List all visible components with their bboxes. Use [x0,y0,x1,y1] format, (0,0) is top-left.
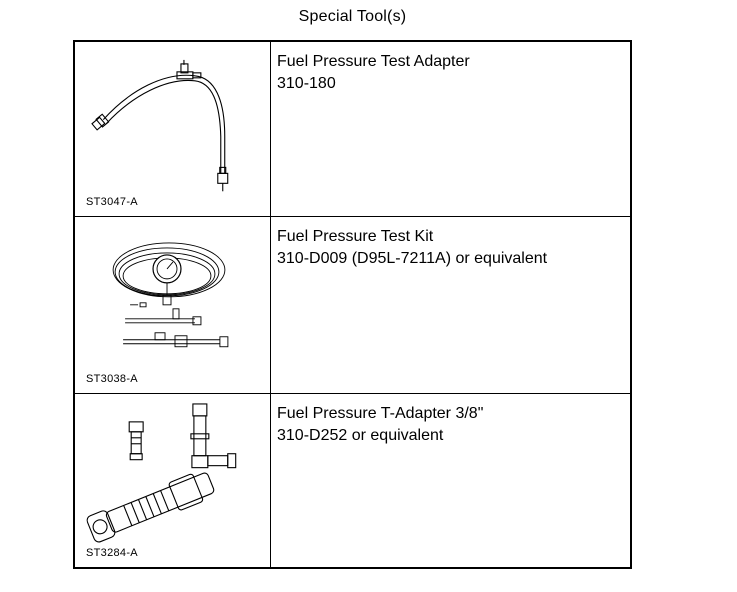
tool-part-number: 310-D009 (D95L-7211A) or equivalent [277,250,548,268]
tool-row: ST3038-A Fuel Pressure Test Kit 310-D009… [73,216,632,394]
tool-illustration-cell: ST3284-A [73,392,271,569]
fuel-pressure-test-kit-icon [112,242,229,348]
tool-description-cell: Fuel Pressure Test Adapter 310-180 [270,40,632,218]
tool-name: Fuel Pressure Test Kit [277,228,434,246]
tool-code: ST3284-A [86,547,138,559]
fuel-pressure-test-adapter-icon [91,59,229,192]
tool-part-number: 310-D252 or equivalent [277,426,444,444]
tool-description-cell: Fuel Pressure Test Kit 310-D009 (D95L-72… [270,216,632,394]
tool-description-cell: Fuel Pressure T-Adapter 3/8" 310-D252 or… [270,392,632,569]
tool-code: ST3047-A [86,196,138,209]
tool-name: Fuel Pressure Test Adapter [277,53,470,70]
title-text: Special Tool(s) [298,8,407,25]
tool-part-number: 310-180 [277,75,336,92]
fuel-pressure-t-adapter-icon [86,403,237,543]
tool-row: ST3284-A Fuel Pressure T-Adapter 3/8" 31… [73,392,632,569]
special-tools-table: ST3047-A Fuel Pressure Test Adapter 310-… [73,40,632,569]
tool-illustration-cell: ST3038-A [73,216,271,394]
tool-row: ST3047-A Fuel Pressure Test Adapter 310-… [73,40,632,218]
tool-illustration-cell: ST3047-A [73,40,271,218]
tool-name: Fuel Pressure T-Adapter 3/8" [277,404,484,422]
tool-code: ST3038-A [86,372,138,385]
page-title: Special Tool(s) [0,8,737,26]
